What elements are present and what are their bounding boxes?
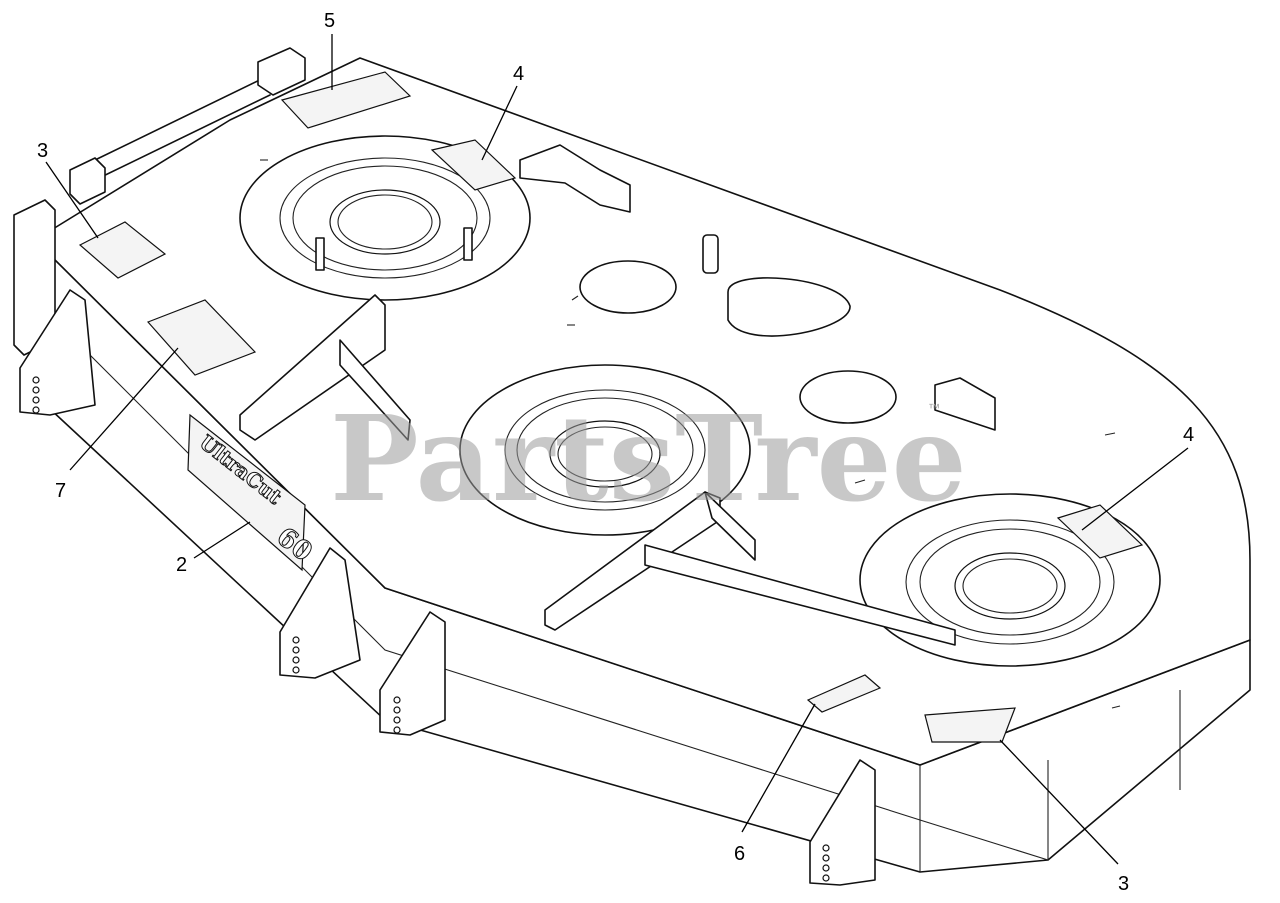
baffle — [239, 294, 386, 441]
decal-4a — [430, 139, 517, 191]
callout-7: 7 — [55, 480, 66, 502]
decal-4b — [1056, 504, 1144, 559]
callout-4: 4 — [513, 63, 524, 85]
decal-5 — [280, 71, 412, 129]
decal-7 — [146, 299, 257, 376]
spindle-center — [459, 364, 751, 536]
callout-5: 5 — [324, 10, 335, 32]
callout-2: 2 — [176, 554, 187, 576]
gauge-brackets — [19, 289, 876, 886]
callout-3: 3 — [37, 140, 48, 162]
callout-4: 4 — [1183, 424, 1194, 446]
decal-6 — [806, 674, 882, 713]
leader-lines — [45, 34, 1189, 865]
callouts: 5 4 3 7 2 4 6 3 — [37, 10, 1194, 895]
decal-3a — [78, 221, 167, 279]
callout-6: 6 — [734, 843, 745, 865]
access-opening — [727, 277, 851, 337]
idler-disc — [579, 260, 677, 314]
spindle-left — [239, 135, 531, 301]
ultracut-decal — [187, 413, 306, 572]
watermark: PartsTree — [330, 389, 967, 528]
callout-3: 3 — [1118, 873, 1129, 895]
watermark-tm: ™ — [928, 401, 940, 415]
idler-disc — [799, 370, 897, 424]
